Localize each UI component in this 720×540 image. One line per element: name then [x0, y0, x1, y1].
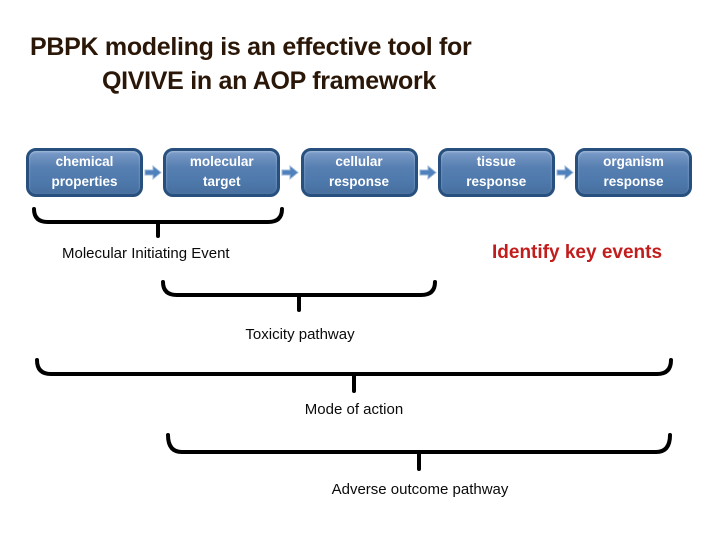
right-arrow-icon: [419, 164, 437, 180]
right-arrow-icon: [144, 164, 162, 180]
flow-box-tissue-response: tissue response: [437, 147, 555, 197]
box-label-line2: target: [202, 174, 241, 189]
flow-box-molecular-target: molecular target: [163, 147, 281, 197]
slide-title-line2: QIVIVE in an AOP framework: [102, 67, 436, 95]
box-label-line1: chemical: [55, 154, 114, 170]
box-label-line2: response: [328, 174, 390, 189]
underbrace-molecular-initiating-event: [32, 207, 284, 238]
underbrace-mode-of-action: [35, 358, 673, 393]
slide-title-line1: PBPK modeling is an effective tool for: [30, 33, 472, 61]
label-adverse-outcome-pathway: Adverse outcome pathway: [331, 481, 509, 498]
right-arrow-icon: [281, 164, 300, 180]
box-label-line2: response: [466, 174, 527, 189]
label-identify-key-events: Identify key events: [492, 242, 663, 263]
right-arrow-icon: [556, 164, 574, 180]
box-label-line1: tissue: [476, 154, 516, 170]
box-label-line1: molecular: [189, 154, 254, 170]
flow-box-cellular-response: cellular response: [300, 147, 418, 197]
underbrace-toxicity-pathway: [161, 280, 437, 312]
box-label-line1: cellular: [335, 154, 383, 170]
flow-box-organism-response: organism response: [575, 147, 692, 197]
label-mode-of-action: Mode of action: [304, 401, 404, 418]
underbrace-adverse-outcome-pathway: [166, 433, 672, 471]
box-label-line1: organism: [603, 154, 664, 170]
flow-box-chemical-properties: chemical properties: [26, 147, 143, 197]
box-label-line2: response: [603, 174, 664, 189]
slide-title: PBPK modeling is an effective tool for Q…: [30, 30, 590, 98]
aop-flow-row: chemical properties molecular target cel…: [26, 147, 692, 197]
box-label-line2: properties: [51, 174, 118, 189]
label-toxicity-pathway: Toxicity pathway: [245, 326, 355, 343]
label-molecular-initiating-event: Molecular Initiating Event: [62, 245, 230, 262]
